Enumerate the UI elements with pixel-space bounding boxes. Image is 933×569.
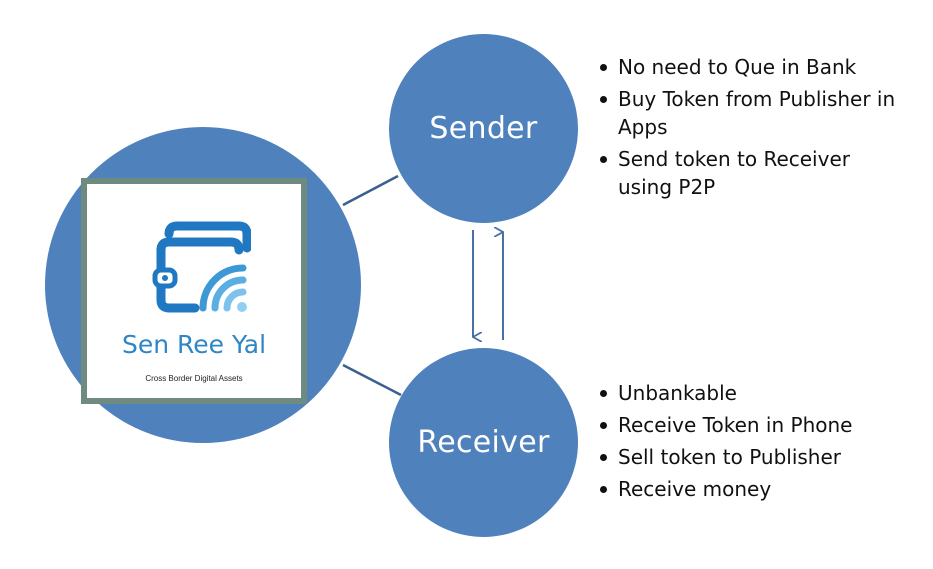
app-logo: Sen Ree Yal Cross Border Digital Assets	[81, 178, 307, 404]
sender-bullet-list: No need to Que in Bank Buy Token from Pu…	[598, 53, 908, 205]
wallet-wifi-icon	[152, 221, 251, 313]
sender-label: Sender	[429, 111, 538, 146]
link-logo-receiver	[342, 363, 402, 397]
receiver-bullet: Receive money	[598, 475, 908, 503]
sender-bullet: Buy Token from Publisher in Apps	[598, 85, 908, 141]
sender-circle: Sender	[389, 34, 578, 223]
receiver-circle: Receiver	[389, 348, 578, 537]
receiver-bullet-list: Unbankable Receive Token in Phone Sell t…	[598, 379, 908, 507]
logo-title: Sen Ree Yal	[121, 330, 267, 359]
sender-bullet: No need to Que in Bank	[598, 53, 908, 81]
link-logo-sender	[342, 174, 399, 207]
receiver-bullet: Unbankable	[598, 379, 908, 407]
receiver-label: Receiver	[417, 425, 550, 460]
logo-subtitle: Cross Border Digital Assets	[145, 374, 243, 383]
receiver-bullet: Receive Token in Phone	[598, 411, 908, 439]
receiver-bullet: Sell token to Publisher	[598, 443, 908, 471]
sender-bullet: Send token to Receiver using P2P	[598, 145, 908, 201]
